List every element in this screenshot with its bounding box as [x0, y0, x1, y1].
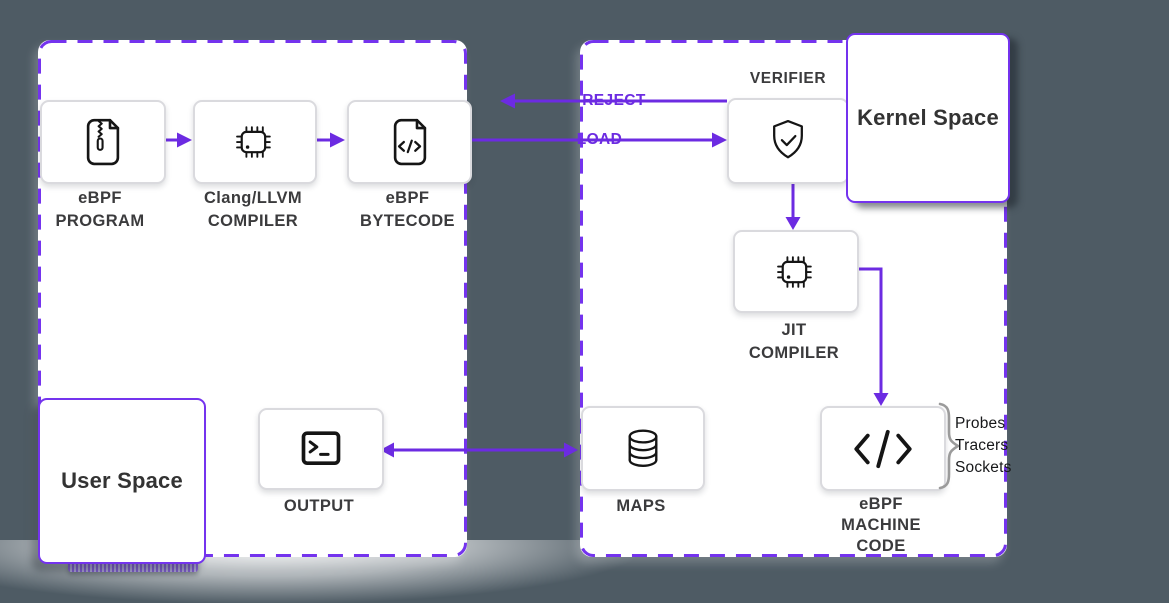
attach-point-probes: Probes — [955, 415, 1006, 432]
label-reject: REJECT — [582, 92, 646, 109]
code-file-icon — [393, 118, 426, 166]
user-space-box-shadow-hatch — [68, 561, 198, 572]
code-icon — [854, 429, 912, 468]
label-load: LOAD — [576, 131, 623, 148]
label-verifier: VERIFIER — [749, 70, 827, 87]
node-output — [258, 408, 384, 490]
user-space-title-box: User Space — [38, 398, 206, 564]
chip-icon — [777, 255, 812, 288]
label-clang-llvm-compiler: Clang/LLVM COMPILER — [203, 189, 303, 230]
node-jit-compiler — [733, 230, 859, 313]
zip-file-icon — [86, 118, 120, 166]
database-icon — [628, 428, 658, 467]
terminal-icon — [301, 431, 341, 465]
node-ebpf-program — [40, 100, 166, 184]
label-maps: MAPS — [616, 497, 666, 515]
chip-icon — [236, 126, 271, 158]
user-space-title: User Space — [61, 468, 183, 493]
attach-point-tracers: Tracers — [955, 437, 1009, 454]
label-jit-compiler: JIT COMPILER — [748, 321, 840, 362]
attach-points-list: Probes Tracers Sockets — [955, 413, 1012, 479]
label-output: OUTPUT — [283, 497, 355, 515]
attach-point-sockets: Sockets — [955, 459, 1012, 476]
label-ebpf-program: eBPF PROGRAM — [55, 189, 145, 230]
node-ebpf-machine-code — [820, 406, 946, 491]
kernel-space-title-box: Kernel Space — [846, 33, 1010, 203]
node-verifier — [727, 98, 849, 184]
node-ebpf-bytecode — [347, 100, 472, 184]
node-maps — [581, 406, 705, 491]
kernel-space-title: Kernel Space — [857, 105, 999, 130]
shield-check-icon — [773, 119, 803, 159]
node-clang-llvm-compiler — [193, 100, 317, 184]
label-ebpf-bytecode: eBPF BYTECODE — [360, 189, 455, 230]
label-ebpf-machine-code: eBPF MACHINE CODE — [841, 495, 921, 555]
